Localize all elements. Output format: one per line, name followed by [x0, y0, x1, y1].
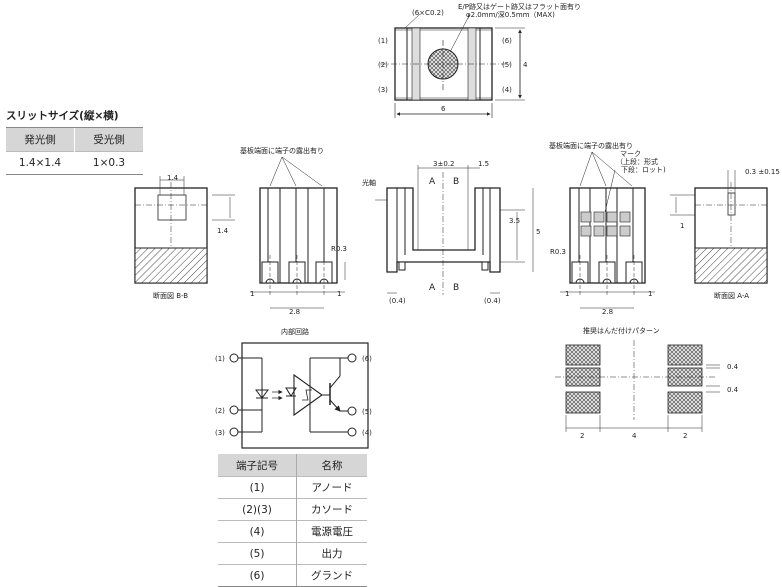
aa-slit-dim: 0.3 ±0.15	[745, 168, 780, 176]
top-pin5-label: (5)	[502, 61, 512, 69]
slit-value-emitter: 1.4×1.4	[6, 151, 75, 175]
table-row: (6) グランド	[218, 564, 367, 587]
aa-caption: 断面図 A-A	[714, 291, 749, 300]
front-section-a-bottom: A	[429, 283, 436, 293]
front-wall-dim: 1.5	[478, 160, 489, 168]
mark-upper-label: （上段：形式	[616, 157, 658, 166]
front-view	[375, 165, 534, 295]
table-row: (1) アノード	[218, 476, 367, 499]
circuit-pin4: (4)	[362, 429, 372, 437]
section-bb	[134, 176, 235, 284]
slit-size-block: スリットサイズ(縦×横) 発光側 受光側 1.4×1.4 1×0.3	[6, 108, 143, 175]
terminal-pin: (2)(3)	[218, 498, 297, 521]
terminal-name: アノード	[296, 476, 367, 499]
slit-size-table: 発光側 受光側 1.4×1.4 1×0.3	[6, 127, 143, 175]
right-r-dim: R0.3	[550, 248, 566, 256]
terminal-header-name: 名称	[296, 454, 367, 477]
right-terminal-note: 基板端面に端子の露出有り	[549, 141, 633, 150]
terminal-pin: (5)	[218, 542, 297, 565]
top-pin1-label: (1)	[378, 37, 388, 45]
slit-value-detector: 1×0.3	[74, 151, 143, 175]
left-terminal-note: 基板端面に端子の露出有り	[240, 146, 324, 155]
right-1b-dim: 1	[648, 290, 652, 298]
solder-dim-04b: 0.4	[727, 386, 739, 394]
left-1a-dim: 1	[250, 290, 254, 298]
mark-lower-label: 下段：ロット)	[621, 165, 666, 174]
front-left-dim: (0.4)	[389, 297, 406, 305]
side-view-right	[560, 151, 655, 309]
terminal-name: 電源電圧	[296, 520, 367, 543]
top-pin4-label: (4)	[502, 86, 512, 94]
front-section-a-top: A	[429, 177, 436, 187]
gate-note-line2: φ2.0mm/深0.5mm（MAX)	[466, 10, 555, 19]
terminal-pin: (4)	[218, 520, 297, 543]
solder-dim-04a: 0.4	[727, 363, 739, 371]
solder-dim-2a: 2	[580, 432, 584, 440]
circuit-title: 内部回路	[281, 327, 309, 336]
mark-label: マーク	[620, 150, 641, 158]
front-right-dim: (0.4)	[484, 297, 501, 305]
table-row: (2)(3) カソード	[218, 498, 367, 521]
terminal-header-symbol: 端子記号	[218, 454, 297, 477]
front-gap-dim: 3±0.2	[433, 160, 454, 168]
terminal-name: グランド	[296, 564, 367, 587]
table-row: (4) 電源電圧	[218, 520, 367, 543]
internal-circuit	[229, 342, 369, 449]
front-height-dim: 5	[536, 228, 540, 236]
solder-dim-2b: 2	[683, 432, 687, 440]
circuit-pin1: (1)	[215, 355, 225, 363]
right-pitch-dim: 2.8	[602, 308, 613, 316]
circuit-pin2: (2)	[215, 407, 225, 415]
section-aa	[670, 170, 768, 284]
top-pin6-label: (6)	[502, 37, 512, 45]
top-width-dim: 6	[441, 105, 446, 113]
chamfer-label: (6×C0.2)	[412, 9, 444, 17]
front-depth-dim: 3.5	[509, 217, 520, 225]
gate-note-line1: E/P跡又はゲート跡又はフラット面有り	[458, 2, 581, 11]
left-1b-dim: 1	[337, 290, 341, 298]
top-height-dim: 4	[523, 61, 528, 69]
table-row: (5) 出力	[218, 542, 367, 565]
right-1a-dim: 1	[565, 290, 569, 298]
circuit-pin5: (5)	[362, 408, 372, 416]
solder-title: 推奨はんだ付けパターン	[583, 326, 660, 335]
slit-header-detector: 受光側	[74, 127, 143, 152]
side-view-left	[250, 156, 346, 309]
optical-axis-label: 光軸	[362, 178, 376, 187]
terminal-pin: (6)	[218, 564, 297, 587]
bb-caption: 断面図 B-B	[153, 291, 188, 300]
bb-top-dim: 1.4	[167, 174, 179, 182]
aa-1-dim: 1	[680, 222, 684, 230]
left-pitch-dim: 2.8	[289, 308, 300, 316]
terminal-name: カソード	[296, 498, 367, 521]
slit-size-title: スリットサイズ(縦×横)	[6, 110, 119, 122]
circuit-pin3: (3)	[215, 429, 225, 437]
solder-pattern	[555, 340, 720, 432]
top-view	[380, 13, 525, 118]
terminal-table: 端子記号 名称 (1) アノード (2)(3) カソード (4) 電源電圧 (5…	[218, 454, 367, 587]
front-section-b-bottom: B	[453, 283, 459, 293]
top-pin2-label: (2)	[378, 61, 388, 69]
terminal-pin: (1)	[218, 476, 297, 499]
front-section-b-top: B	[453, 177, 459, 187]
bb-right-dim: 1.4	[217, 227, 229, 235]
circuit-pin6: (6)	[362, 355, 372, 363]
terminal-name: 出力	[296, 542, 367, 565]
left-r-dim: R0.3	[331, 245, 347, 253]
slit-header-emitter: 発光側	[6, 127, 75, 152]
top-pin3-label: (3)	[378, 86, 388, 94]
solder-dim-4: 4	[632, 432, 637, 440]
